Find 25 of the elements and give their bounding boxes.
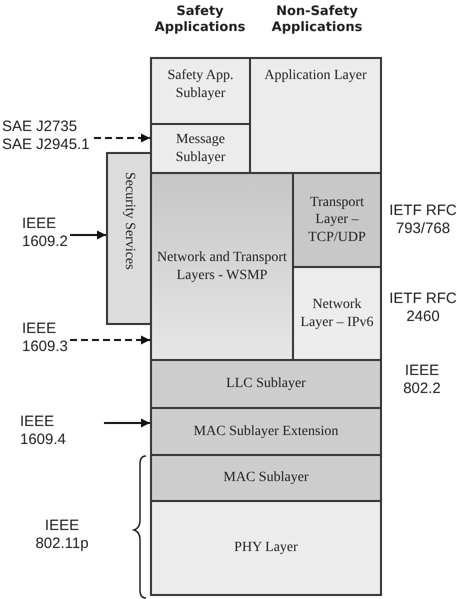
layer-box: Message Sublayer <box>150 123 251 174</box>
layer-box: Safety App. Sublayer <box>150 57 251 125</box>
arrow <box>70 336 150 344</box>
standard-label: IEEE 1609.4 <box>20 413 102 449</box>
column-heading: Safety Applications <box>154 4 246 36</box>
standard-label: IEEE 802.11p <box>34 517 90 553</box>
column-heading: Non-Safety Applications <box>270 4 364 36</box>
layer-box: LLC Sublayer <box>150 359 382 409</box>
standard-label: IETF RFC 793/768 <box>388 202 457 238</box>
layer-box: MAC Sublayer Extension <box>150 407 382 456</box>
layer-box: Security Services <box>106 152 152 325</box>
layer-box: MAC Sublayer <box>150 454 382 502</box>
arrow <box>104 418 150 428</box>
arrow <box>94 134 150 142</box>
standard-label: IEEE 1609.3 <box>22 320 70 356</box>
layer-box: Network and Transport Layers - WSMP <box>150 172 294 361</box>
layer-box: Network Layer – IPv6 <box>292 266 382 361</box>
layer-box: Application Layer <box>249 57 382 174</box>
layer-box: Transport Layer – TCP/UDP <box>292 172 382 268</box>
standard-label: IEEE 1609.2 <box>22 215 70 251</box>
arrow <box>70 230 106 240</box>
standard-label: IEEE 802.2 <box>402 362 442 398</box>
layer-box: PHY Layer <box>150 500 382 596</box>
standard-label: SAE J2735 SAE J2945.1 <box>2 118 94 154</box>
standard-label: IETF RFC 2460 <box>388 290 457 326</box>
